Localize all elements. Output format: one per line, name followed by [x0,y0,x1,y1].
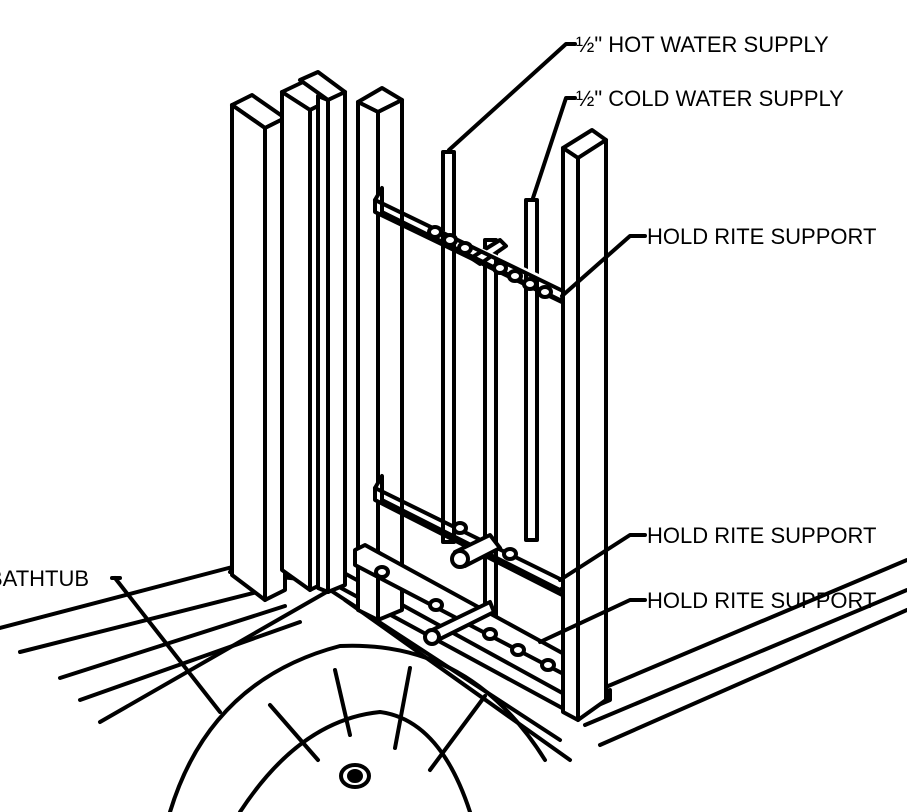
stud-left-3 [298,70,347,594]
bathtub-label: BATHTUB [0,566,89,591]
cold-water-supply-label: ½" COLD WATER SUPPLY [576,86,844,111]
valve-riser-pipe [469,238,508,632]
hot-water-supply-label: ½" HOT WATER SUPPLY [576,32,829,57]
hold-rite-support-top [373,186,572,308]
tub-spout-stub [423,600,496,646]
hold-rite-support-bottom-label: HOLD RITE SUPPORT [647,588,876,613]
bathtub-basin [168,643,547,812]
shower-valve-stub [450,533,502,569]
stud-right [561,128,608,722]
drain-icon [339,763,371,789]
hold-rite-support-middle-label: HOLD RITE SUPPORT [647,523,876,548]
stud-left-1 [230,93,287,602]
hot-supply-pipe [441,150,456,544]
hold-rite-support-top-label: HOLD RITE SUPPORT [647,224,876,249]
leader-lines [110,42,647,714]
stud-center [356,86,404,622]
cold-supply-pipe [524,198,539,542]
